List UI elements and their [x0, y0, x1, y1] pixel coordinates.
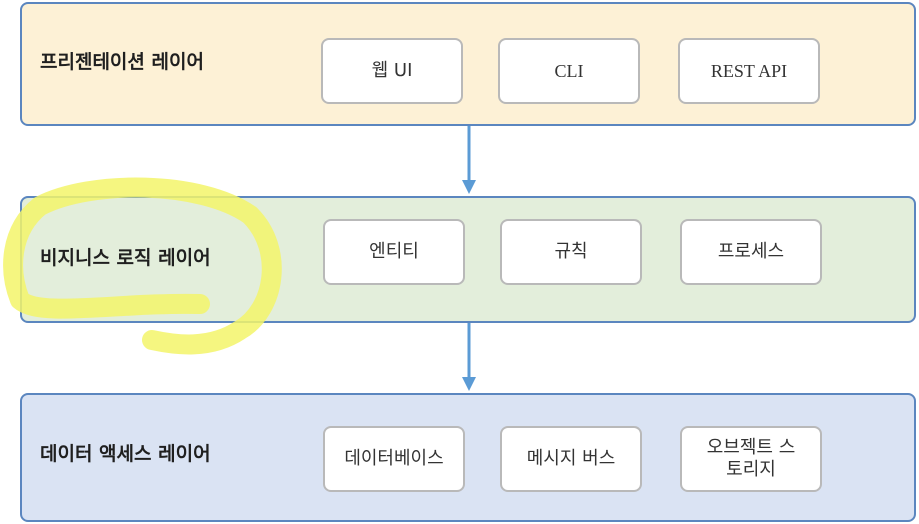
- component-rules: 규칙: [500, 219, 642, 285]
- data-access-layer: 데이터 액세스 레이어 데이터베이스 메시지 버스 오브젝트 스토리지: [20, 393, 916, 522]
- business-logic-layer: 비지니스 로직 레이어 엔티티 규칙 프로세스: [20, 196, 916, 323]
- arrow-down-2: [462, 323, 476, 391]
- presentation-layer-title: 프리젠테이션 레이어: [40, 51, 204, 73]
- arrow-down-1: [462, 126, 476, 194]
- business-logic-layer-title: 비지니스 로직 레이어: [40, 247, 211, 269]
- component-rest-api: REST API: [678, 38, 820, 104]
- component-cli: CLI: [498, 38, 640, 104]
- component-message-bus: 메시지 버스: [500, 426, 642, 492]
- presentation-layer: 프리젠테이션 레이어 웹 UI CLI REST API: [20, 2, 916, 126]
- component-web-ui: 웹 UI: [321, 38, 463, 104]
- component-database: 데이터베이스: [323, 426, 465, 492]
- component-object-storage: 오브젝트 스토리지: [680, 426, 822, 492]
- data-access-layer-title: 데이터 액세스 레이어: [40, 443, 211, 465]
- component-process: 프로세스: [680, 219, 822, 285]
- component-entity: 엔티티: [323, 219, 465, 285]
